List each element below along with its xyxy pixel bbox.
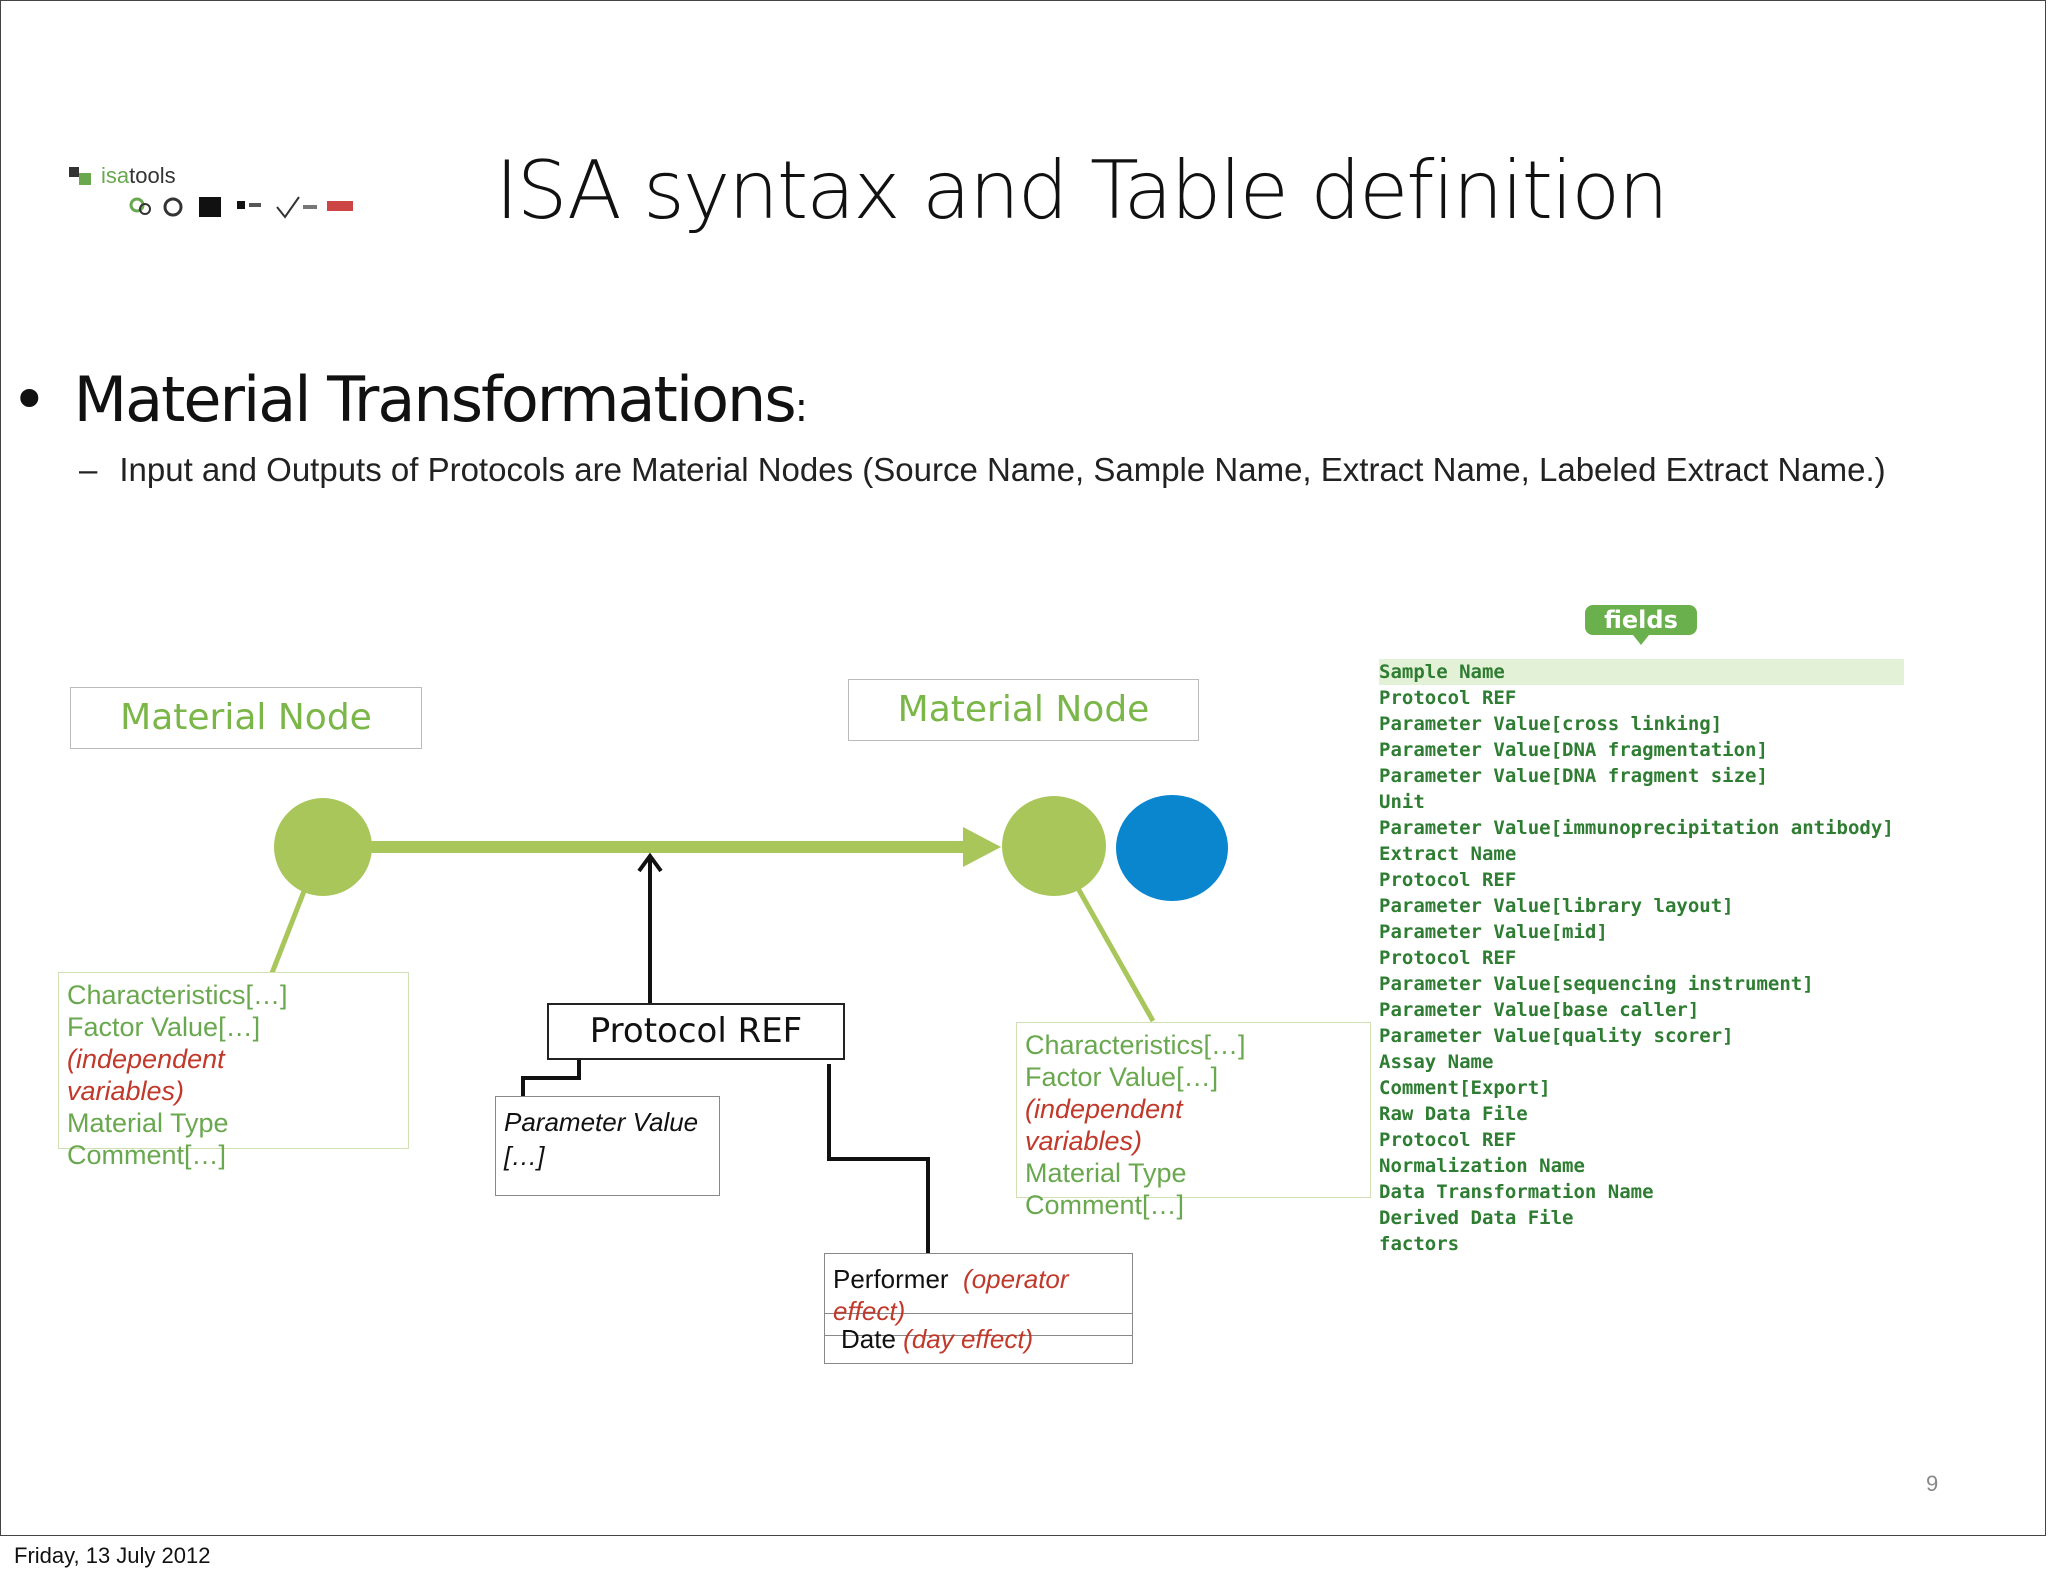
diagram-connectors bbox=[269, 827, 1156, 1259]
field-item: Unit bbox=[1379, 791, 1425, 813]
field-item: Derived Data File bbox=[1379, 1207, 1574, 1229]
attr-characteristics: Characteristics[…] bbox=[67, 980, 288, 1010]
attr-material-type: Material Type bbox=[67, 1108, 229, 1138]
field-item: Parameter Value[cross linking] bbox=[1379, 713, 1723, 735]
attr-factor-note: variables) bbox=[1025, 1126, 1143, 1156]
partner-logos-icon bbox=[129, 196, 353, 219]
field-item: Parameter Value[library layout] bbox=[1379, 895, 1734, 917]
transformation-arrowhead-icon bbox=[963, 827, 1001, 867]
page-number: 9 bbox=[1926, 1471, 1939, 1496]
right-node-attr-link bbox=[1072, 881, 1156, 1023]
field-item: Parameter Value[base caller] bbox=[1379, 999, 1700, 1021]
date-row: Date (day effect) bbox=[841, 1324, 1034, 1354]
field-item: Assay Name bbox=[1379, 1051, 1494, 1073]
protocol-arrowhead-icon bbox=[637, 852, 663, 873]
performer-effect: effect) bbox=[833, 1296, 906, 1326]
field-item: Protocol REF bbox=[1379, 869, 1517, 891]
field-item: Protocol REF bbox=[1379, 687, 1517, 709]
field-item: Parameter Value[DNA fragment size] bbox=[1379, 765, 1768, 787]
attr-comment: Comment[…] bbox=[67, 1140, 227, 1170]
attr-comment: Comment[…] bbox=[1025, 1190, 1185, 1220]
isatools-logo-icon bbox=[69, 167, 91, 185]
field-item: Protocol REF bbox=[1379, 947, 1517, 969]
right-node-attributes: Characteristics[…] Factor Value[…] (inde… bbox=[1016, 1022, 1371, 1220]
attr-characteristics: Characteristics[…] bbox=[1025, 1030, 1246, 1060]
fields-tag: fields bbox=[1585, 605, 1697, 645]
fields-list: Sample Name Protocol REF Parameter Value… bbox=[1379, 659, 1904, 1257]
footer-date: Friday, 13 July 2012 bbox=[14, 1543, 211, 1568]
bullet-heading: •Material Transformations: bbox=[11, 369, 809, 431]
field-item: Raw Data File bbox=[1379, 1103, 1528, 1125]
left-material-node-label: Material Node bbox=[70, 687, 422, 749]
field-item: Parameter Value[sequencing instrument] bbox=[1379, 973, 1814, 995]
performer-link bbox=[827, 1064, 930, 1259]
attr-factor-value: Factor Value[…] (independent bbox=[1025, 1062, 1219, 1124]
field-item: Comment[Export] bbox=[1379, 1077, 1551, 1099]
field-item: Parameter Value[immunoprecipitation anti… bbox=[1379, 817, 1894, 839]
field-item: Data Transformation Name bbox=[1379, 1181, 1654, 1203]
parameter-value-box: Parameter Value […] bbox=[495, 1096, 720, 1196]
bullet-colon: : bbox=[794, 385, 809, 431]
slide-title: ISA syntax and Table definition bbox=[495, 144, 1669, 237]
sub-bullet-dash: – bbox=[79, 451, 98, 488]
attr-material-type: Material Type bbox=[1025, 1158, 1187, 1188]
field-item: Parameter Value[DNA fragmentation] bbox=[1379, 739, 1768, 761]
bullet-text: Material Transformations bbox=[73, 363, 797, 436]
field-item: Parameter Value[quality scorer] bbox=[1379, 1025, 1734, 1047]
sub-bullet: –Input and Outputs of Protocols are Mate… bbox=[79, 453, 1886, 486]
field-item: Extract Name bbox=[1379, 843, 1517, 865]
right-material-node-label: Material Node bbox=[848, 679, 1199, 741]
performer-date-box: Performer (operator effect) Date (day ef… bbox=[824, 1253, 1133, 1364]
field-item: factors bbox=[1379, 1233, 1460, 1255]
field-item: Protocol REF bbox=[1379, 1129, 1517, 1151]
isatools-logo: isatools bbox=[67, 163, 353, 225]
parameter-value-bracket: […] bbox=[504, 1141, 545, 1171]
protocol-ref-box: Protocol REF bbox=[547, 1003, 845, 1060]
blue-node bbox=[1116, 795, 1228, 901]
field-item: Sample Name bbox=[1379, 659, 1904, 685]
parameter-value-label: Parameter Value bbox=[504, 1107, 699, 1137]
left-material-node bbox=[274, 798, 372, 896]
attr-factor-value: Factor Value[…] (independent bbox=[67, 1012, 261, 1074]
field-item: Normalization Name bbox=[1379, 1155, 1585, 1177]
left-node-attributes: Characteristics[…] Factor Value[…] (inde… bbox=[58, 972, 409, 1170]
left-node-attr-link bbox=[269, 880, 311, 974]
sub-bullet-text: Input and Outputs of Protocols are Mater… bbox=[119, 451, 1886, 488]
date-divider bbox=[825, 1335, 1132, 1336]
parameter-link bbox=[521, 1059, 581, 1098]
slide: isatools ISA syntax and Table definition… bbox=[0, 0, 2046, 1536]
bullet-dot-icon: • bbox=[11, 363, 48, 436]
performer-divider bbox=[825, 1313, 1132, 1314]
attr-factor-note: variables) bbox=[67, 1076, 185, 1106]
performer-row: Performer (operator bbox=[833, 1264, 1069, 1294]
right-material-node bbox=[1002, 796, 1106, 896]
field-item: Parameter Value[mid] bbox=[1379, 921, 1608, 943]
logo-text: isatools bbox=[101, 163, 176, 188]
